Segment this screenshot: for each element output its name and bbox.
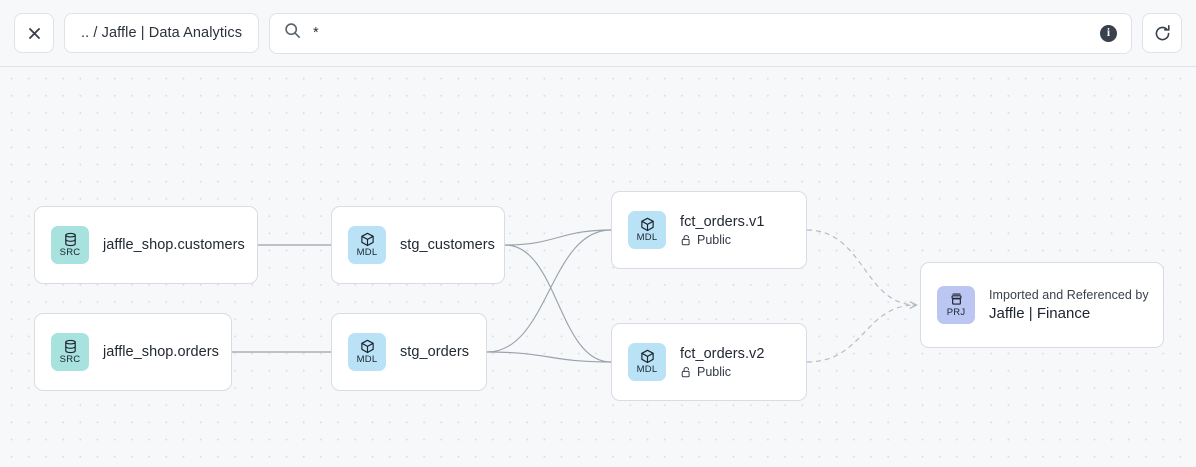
database-icon [63, 232, 78, 247]
mdl-badge: MDL [348, 333, 386, 371]
node-mdl-fct-orders-v1[interactable]: MDL fct_orders.v1 Public [611, 191, 807, 269]
close-icon [27, 26, 42, 41]
breadcrumb-label: .. / Jaffle | Data Analytics [81, 25, 243, 41]
node-kicker: Imported and Referenced by [989, 288, 1149, 302]
mdl-badge-label: MDL [356, 247, 378, 258]
mdl-badge: MDL [628, 211, 666, 249]
toolbar: .. / Jaffle | Data Analytics i [0, 0, 1196, 66]
node-title: Jaffle | Finance [989, 305, 1091, 322]
node-access: Public [680, 233, 764, 247]
mdl-badge-label: MDL [636, 232, 658, 243]
node-title: stg_orders [400, 344, 470, 360]
breadcrumb-button[interactable]: .. / Jaffle | Data Analytics [64, 13, 260, 53]
refresh-button[interactable] [1142, 13, 1182, 53]
unlock-icon [680, 234, 692, 246]
node-body: stg_customers [400, 237, 495, 253]
prj-badge-label: PRJ [946, 307, 966, 318]
edge-stg-orders-to-fct-v1 [486, 229, 612, 353]
edge-stg-orders-to-fct-v2 [486, 351, 612, 363]
node-mdl-stg-orders[interactable]: MDL stg_orders [331, 313, 487, 391]
cube-icon [360, 232, 375, 247]
prj-badge: PRJ [937, 286, 975, 324]
project-stack-icon [949, 292, 964, 307]
node-prj-jaffle-finance[interactable]: PRJ Imported and Referenced by Jaffle | … [920, 262, 1164, 348]
node-body: stg_orders [400, 344, 469, 360]
cube-icon [360, 339, 375, 354]
node-body: jaffle_shop.customers [103, 237, 245, 253]
src-badge: SRC [51, 226, 89, 264]
src-badge-label: SRC [59, 354, 81, 365]
info-icon[interactable]: i [1100, 24, 1117, 42]
close-button[interactable] [14, 13, 54, 53]
unlock-icon [680, 366, 692, 378]
search-input[interactable] [313, 25, 1092, 41]
node-access-label: Public [697, 364, 732, 379]
edge-stg-customers-to-fct-v1 [504, 229, 612, 246]
node-title: jaffle_shop.orders [103, 344, 219, 360]
mdl-badge-label: MDL [636, 364, 658, 375]
node-src-orders[interactable]: SRC jaffle_shop.orders [34, 313, 232, 391]
node-body: Imported and Referenced by Jaffle | Fina… [989, 288, 1149, 322]
refresh-icon [1153, 24, 1172, 43]
edge-stg-customers-to-fct-v2 [504, 244, 612, 363]
edge-fct-v1-to-prj [806, 229, 916, 305]
mdl-badge: MDL [348, 226, 386, 264]
mdl-badge: MDL [628, 343, 666, 381]
mdl-badge-label: MDL [356, 354, 378, 365]
cube-icon [640, 217, 655, 232]
node-mdl-stg-customers[interactable]: MDL stg_customers [331, 206, 505, 284]
node-title: fct_orders.v1 [680, 213, 765, 230]
node-body: jaffle_shop.orders [103, 344, 219, 360]
node-access-label: Public [697, 232, 732, 247]
src-badge-label: SRC [59, 247, 81, 258]
search-bar[interactable]: i [269, 12, 1132, 54]
node-src-customers[interactable]: SRC jaffle_shop.customers [34, 206, 258, 284]
node-title: jaffle_shop.customers [103, 237, 245, 253]
node-body: fct_orders.v2 Public [680, 346, 764, 379]
node-mdl-fct-orders-v2[interactable]: MDL fct_orders.v2 Public [611, 323, 807, 401]
node-title: fct_orders.v2 [680, 345, 765, 362]
node-access: Public [680, 365, 764, 379]
edge-fct-v2-to-prj [806, 305, 916, 363]
search-icon [284, 22, 301, 44]
node-title: stg_customers [400, 237, 495, 253]
lineage-canvas[interactable]: SRC jaffle_shop.customers SRC jaffle_sho… [0, 66, 1196, 467]
database-icon [63, 339, 78, 354]
cube-icon [640, 349, 655, 364]
src-badge: SRC [51, 333, 89, 371]
node-body: fct_orders.v1 Public [680, 214, 764, 247]
